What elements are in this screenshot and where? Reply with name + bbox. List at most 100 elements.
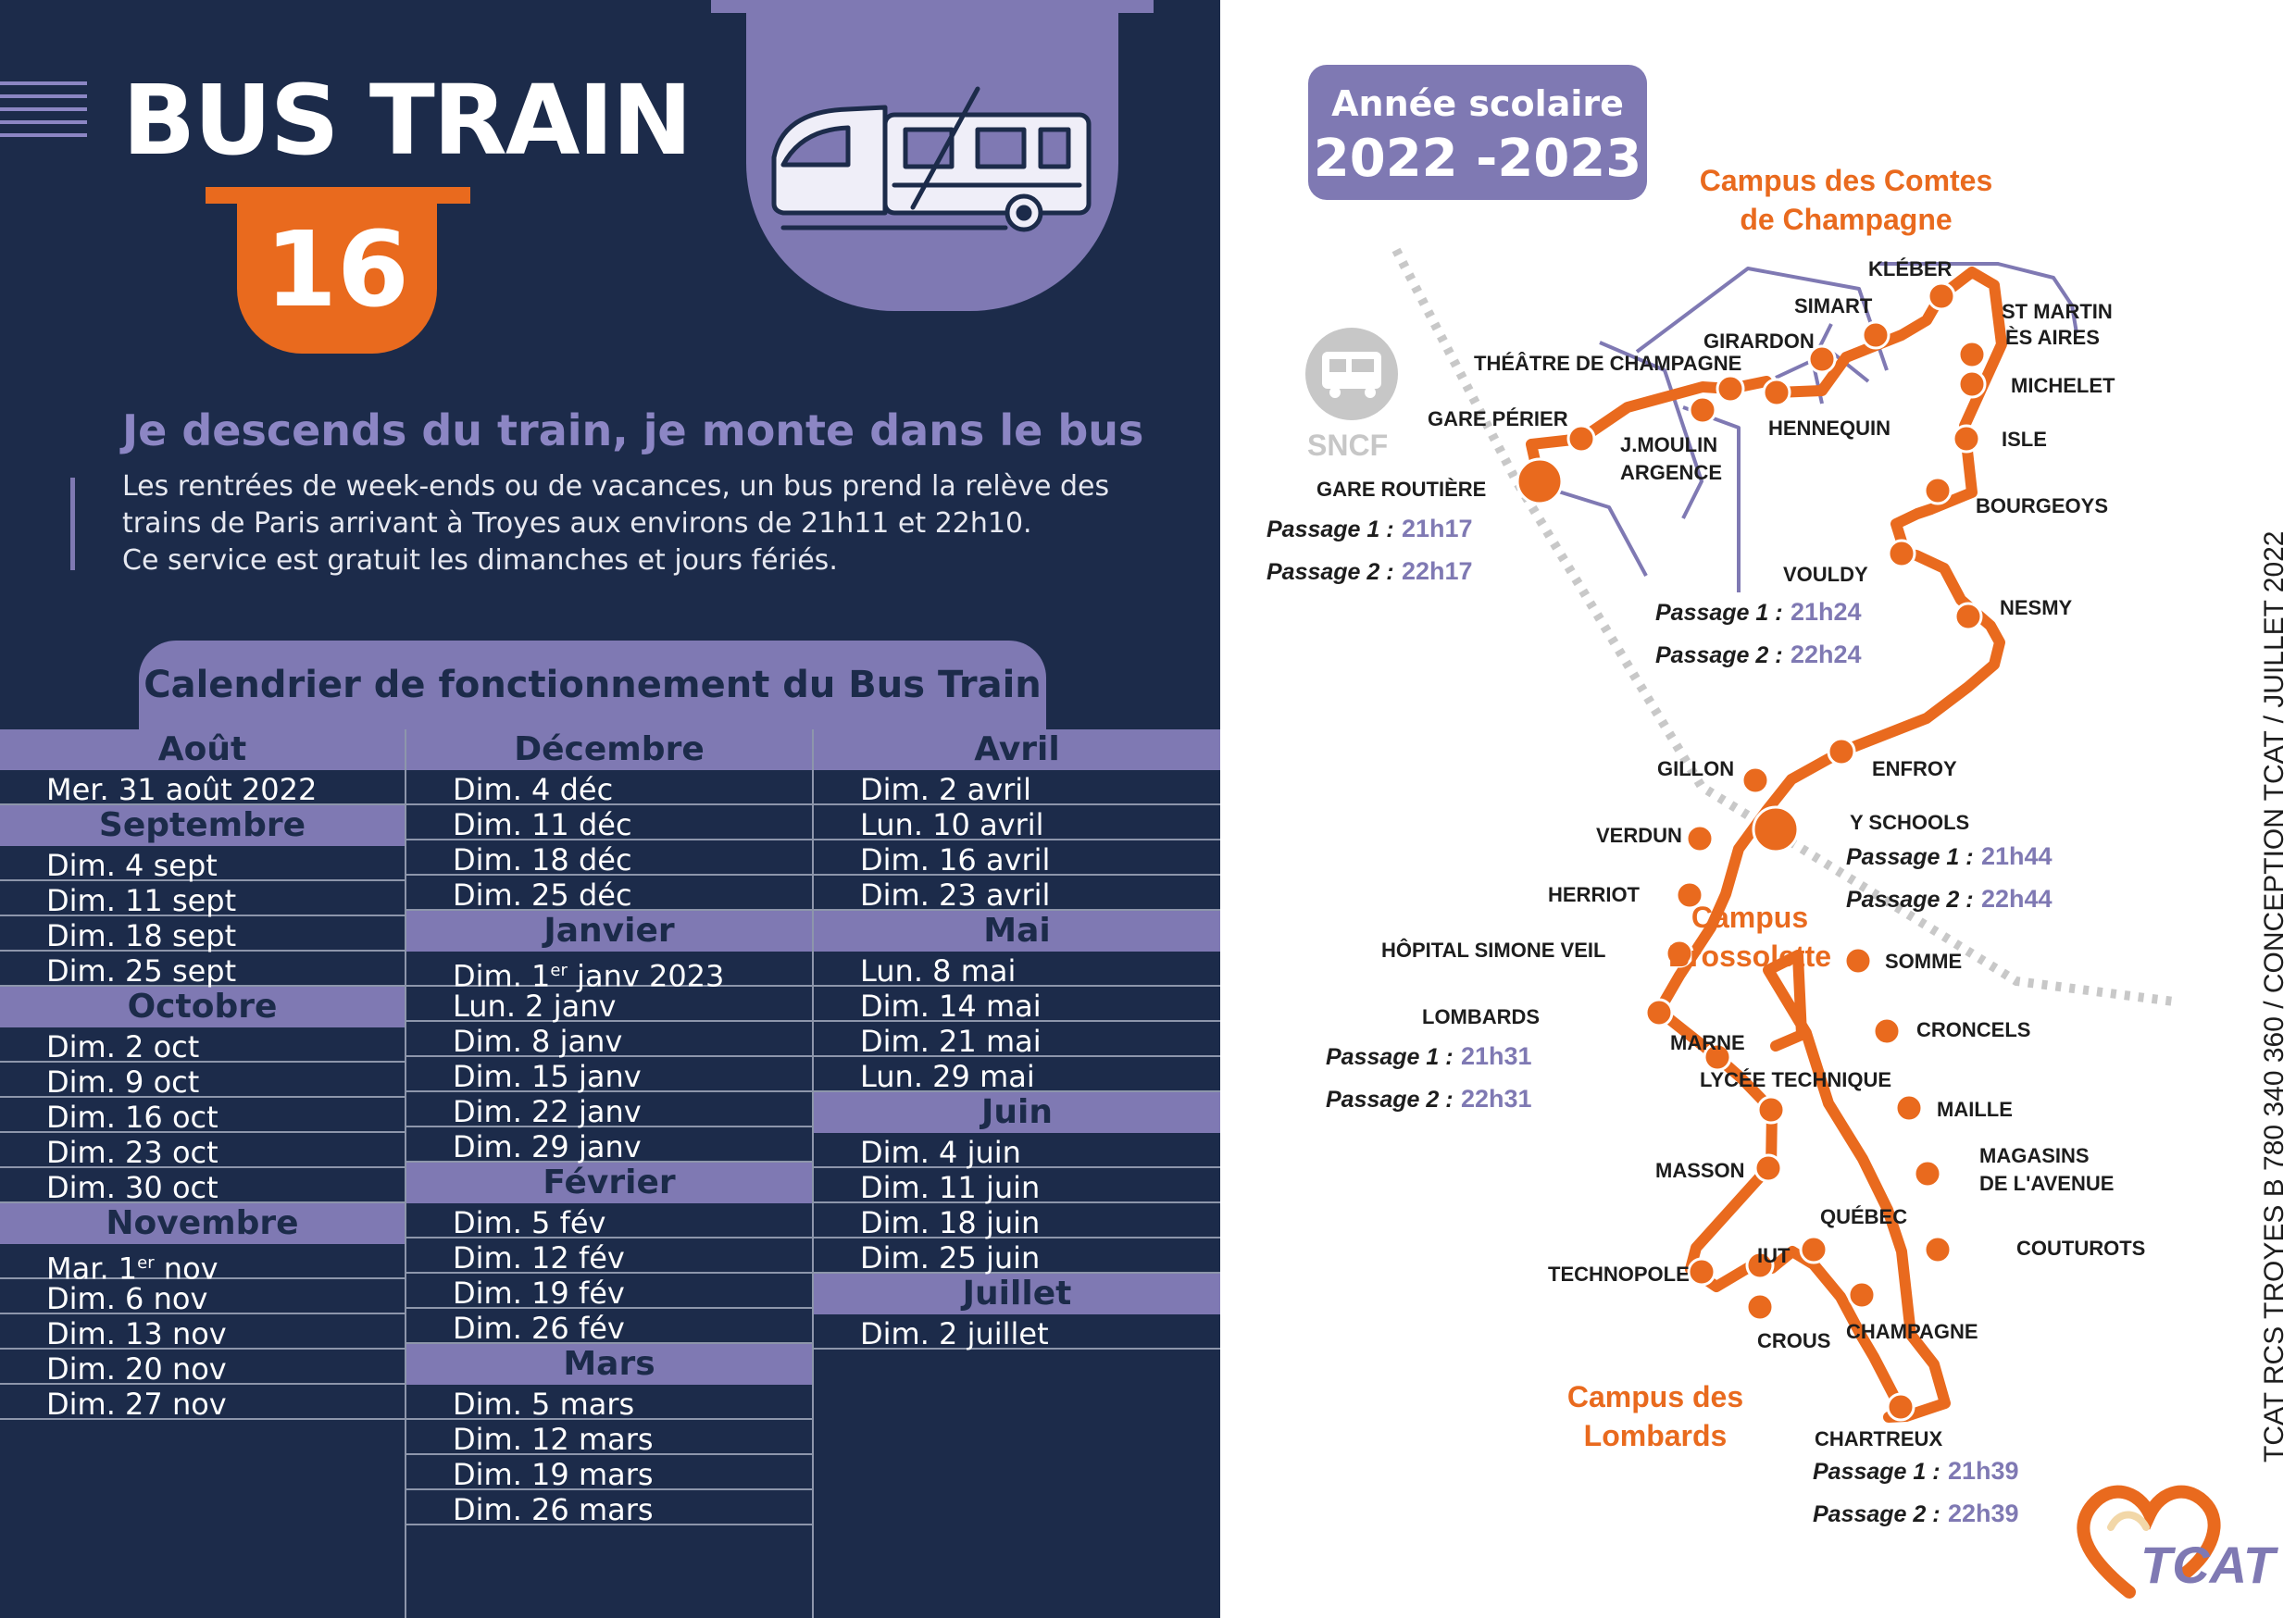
calendar-date: Dim. 22 janv	[406, 1092, 812, 1129]
campus-brossolette-line-1: Campus	[1691, 901, 1808, 934]
svg-text:22h39: 22h39	[1948, 1500, 2019, 1527]
svg-text:Passage 2 :: Passage 2 :	[1326, 1087, 1454, 1113]
sncf-bus-icon	[1305, 328, 1398, 420]
stop-marker-iut	[1745, 1251, 1775, 1280]
calendar-date: Dim. 23 oct	[0, 1133, 405, 1170]
stop-marker-gare-perier	[1566, 424, 1596, 454]
stop-label-gare-perier: GARE PÉRIER	[1428, 407, 1568, 430]
stop-label-crous: CROUS	[1757, 1329, 1830, 1352]
stop-label-jmoulin-2: ARGENCE	[1620, 461, 1722, 484]
calendar-date: Dim. 4 juin	[814, 1133, 1220, 1170]
campus-lombards-line-1: Campus des	[1567, 1380, 1743, 1413]
stop-label-maille: MAILLE	[1937, 1098, 2013, 1121]
stop-label-masson: MASSON	[1655, 1159, 1745, 1182]
tcat-logo: TCAT	[2077, 1485, 2279, 1599]
stop-label-girardon: GIRARDON	[1703, 330, 1815, 353]
calendar-date: Dim. 2 avril	[814, 770, 1220, 807]
calendar-date: Dim. 25 sept	[0, 952, 405, 989]
calendar-date: Dim. 15 janv	[406, 1057, 812, 1094]
month-header: Décembre	[406, 729, 812, 770]
stop-marker-lycee	[1756, 1095, 1786, 1125]
calendar-date: Dim. 27 nov	[0, 1385, 405, 1422]
calendar-date: Dim. 25 déc	[406, 876, 812, 913]
calendar-date: Dim. 13 nov	[0, 1314, 405, 1351]
svg-text:Passage 2 :: Passage 2 :	[1846, 887, 1974, 913]
calendar-date: Dim. 2 oct	[0, 1027, 405, 1064]
month-header: Octobre	[0, 987, 405, 1027]
calendar-date: Lun. 10 avril	[814, 805, 1220, 842]
stop-marker-maille	[1894, 1093, 1924, 1123]
calendar-date: Dim. 2 juillet	[814, 1314, 1220, 1351]
bus-train-tab	[746, 0, 1118, 311]
month-header: Mars	[406, 1344, 812, 1385]
stop-label-jmoulin-1: J.MOULIN	[1620, 433, 1717, 456]
calendar-date: Dim. 19 fév	[406, 1274, 812, 1311]
stop-marker-technopole	[1687, 1257, 1716, 1287]
stop-label-isle: ISLE	[2002, 428, 2047, 451]
stop-marker-st-martin	[1957, 340, 1987, 369]
calendar-date: Dim. 20 nov	[0, 1350, 405, 1387]
svg-text:Y SCHOOLS: Y SCHOOLS	[1850, 811, 1969, 834]
stop-label-magasins-1: MAGASINS	[1979, 1144, 2090, 1167]
intro-line-3: Ce service est gratuit les dimanches et …	[122, 544, 838, 577]
stop-label-herriot: HERRIOT	[1548, 883, 1641, 906]
calendar-date: Dim. 16 oct	[0, 1098, 405, 1135]
stop-marker-herriot	[1675, 880, 1704, 910]
stop-label-gillon: GILLON	[1657, 757, 1734, 780]
svg-text:VOULDY: VOULDY	[1783, 563, 1868, 586]
timed-stop-vouldy: VOULDY Passage 1 : 21h24 Passage 2 : 22h…	[1655, 563, 1868, 668]
svg-text:22h31: 22h31	[1461, 1085, 1532, 1113]
stop-marker-isle	[1952, 424, 1981, 454]
calendar-date: Dim. 29 janv	[406, 1127, 812, 1164]
calendar-date: Dim. 11 sept	[0, 881, 405, 918]
stop-label-nesmy: NESMY	[2000, 596, 2073, 619]
svg-text:GARE ROUTIÈRE: GARE ROUTIÈRE	[1316, 478, 1486, 501]
calendar-date: Mar. 1er nov	[0, 1244, 405, 1287]
svg-text:CHARTREUX: CHARTREUX	[1815, 1427, 1942, 1450]
stop-marker-y-schools	[1752, 805, 1800, 853]
svg-text:Passage 1 :: Passage 1 :	[1326, 1044, 1454, 1070]
stop-marker-couturots	[1923, 1235, 1953, 1264]
campus-comtes-line-1: Campus des Comtes	[1700, 164, 1993, 197]
intro-line-1: Les rentrées de week-ends ou de vacances…	[122, 470, 1110, 503]
calendar-date: Dim. 12 mars	[406, 1420, 812, 1457]
stop-label-somme: SOMME	[1885, 950, 1962, 973]
info-panel: BUS TRAIN 16 Je descends du train, je mo…	[0, 0, 1220, 1618]
svg-text:Passage 1 :: Passage 1 :	[1846, 844, 1974, 870]
calendar-date: Dim. 11 juin	[814, 1168, 1220, 1205]
calendar-date: Dim. 21 mai	[814, 1022, 1220, 1059]
stop-marker-kleber	[1927, 281, 1956, 311]
calendar-date: Dim. 12 fév	[406, 1238, 812, 1276]
stop-label-lycee: LYCÉE TECHNIQUE	[1700, 1068, 1891, 1091]
stop-label-marne: MARNE	[1670, 1031, 1745, 1054]
stop-marker-theatre	[1716, 374, 1745, 404]
stop-label-enfroy: ENFROY	[1872, 757, 1957, 780]
stop-marker-lombards	[1644, 998, 1674, 1027]
calendar-date: Dim. 5 fév	[406, 1203, 812, 1240]
svg-text:21h31: 21h31	[1461, 1042, 1532, 1070]
stop-marker-simart	[1861, 320, 1890, 350]
stop-label-simart: SIMART	[1794, 294, 1873, 317]
school-year-label: Année scolaire	[1331, 83, 1624, 124]
month-header: Juin	[814, 1092, 1220, 1133]
calendar-date: Dim. 19 mars	[406, 1455, 812, 1492]
calendar-date: Dim. 5 mars	[406, 1385, 812, 1422]
svg-text:Passage 2 :: Passage 2 :	[1267, 559, 1394, 585]
svg-text:Passage 1 :: Passage 1 :	[1813, 1459, 1940, 1485]
svg-text:21h17: 21h17	[1402, 515, 1473, 542]
bus-route-line	[1526, 267, 2007, 1423]
stop-marker-hopital	[1665, 939, 1694, 968]
stop-label-champagne: CHAMPAGNE	[1846, 1320, 1978, 1343]
calendar-date: Dim. 30 oct	[0, 1168, 405, 1205]
campus-comtes-line-2: de Champagne	[1740, 203, 1952, 236]
month-header: Avril	[814, 729, 1220, 770]
stop-marker-enfroy	[1827, 737, 1856, 766]
calendar-date: Lun. 8 mai	[814, 952, 1220, 989]
stop-marker-quebec	[1799, 1235, 1828, 1264]
calendar-date: Dim. 18 juin	[814, 1203, 1220, 1240]
svg-text:Passage 1 :: Passage 1 :	[1267, 517, 1394, 542]
calendar-date: Dim. 14 mai	[814, 987, 1220, 1024]
month-header: Septembre	[0, 805, 405, 846]
calendar-date: Dim. 18 sept	[0, 916, 405, 953]
timed-stop-chartreux: CHARTREUX Passage 1 : 21h39 Passage 2 : …	[1813, 1427, 2019, 1527]
